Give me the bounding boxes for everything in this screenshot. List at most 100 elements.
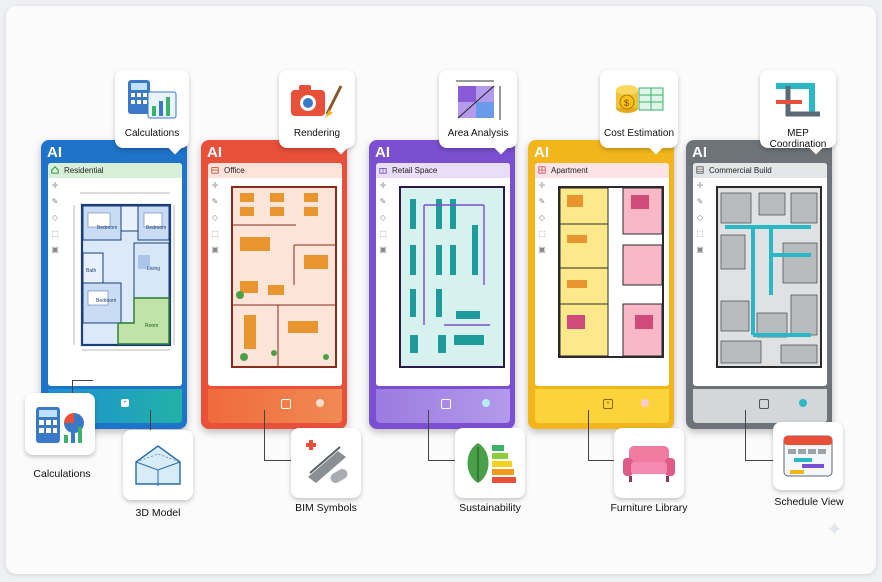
- grid-icon[interactable]: [759, 399, 769, 409]
- leaf-energy-icon: [467, 443, 516, 483]
- phone-residential: AI Residential ✛ ✎ ◇ ⬚ ▣: [41, 140, 187, 429]
- phone-bottom-bar: [376, 389, 510, 423]
- grid-icon[interactable]: [281, 399, 291, 409]
- tool-sidebar: ✛ ✎ ◇ ⬚ ▣: [48, 181, 62, 261]
- camera-icon[interactable]: ▣: [51, 245, 59, 254]
- ai-logo: AI: [207, 144, 222, 161]
- screen-header: Apartment: [535, 163, 669, 178]
- floor-plan-commercial: [716, 186, 822, 368]
- phone-screen: Residential ✛ ✎ ◇ ⬚ ▣ Bedroom: [48, 163, 182, 386]
- ai-logo: AI: [375, 144, 390, 161]
- store-icon: [379, 168, 387, 174]
- camera-icon[interactable]: ▣: [211, 245, 219, 254]
- 3d-house-icon: [135, 445, 181, 486]
- feature-label: Furniture Library: [610, 502, 688, 514]
- home-icon: [51, 166, 59, 174]
- feature-sustainability[interactable]: [455, 428, 525, 498]
- circle-icon[interactable]: [316, 399, 324, 407]
- pencil-icon[interactable]: ✎: [211, 197, 219, 206]
- callout-area-analysis[interactable]: Area Analysis: [439, 70, 517, 155]
- sofa-icon: [623, 446, 675, 482]
- callout-rendering[interactable]: Rendering: [279, 70, 355, 155]
- ai-logo: AI: [47, 144, 62, 161]
- connector-line: [150, 410, 152, 432]
- phone-screen: Retail Space ✛ ✎ ◇ ⬚ ▣: [376, 163, 510, 386]
- crop-icon[interactable]: ⬚: [696, 229, 704, 238]
- camera-icon[interactable]: ▣: [379, 245, 387, 254]
- crop-icon[interactable]: ⬚: [379, 229, 387, 238]
- eraser-icon[interactable]: ◇: [51, 213, 59, 222]
- pipes-icon: [776, 83, 820, 117]
- select-icon[interactable]: ✛: [51, 181, 59, 190]
- room-label: Room: [145, 323, 159, 329]
- phone-screen: Apartment ✛ ✎ ◇ ⬚ ▣: [535, 163, 669, 386]
- feature-calculations[interactable]: [25, 393, 95, 455]
- connector-line: [745, 410, 776, 461]
- callout-calculations-top[interactable]: Calculations: [115, 70, 189, 155]
- screen-title: Residential: [64, 166, 104, 175]
- phone-commercial: AI Commercial Build ✛ ✎ ◇ ⬚ ▣: [686, 140, 832, 429]
- area-measure-icon: [456, 80, 501, 120]
- connector-line: [588, 410, 617, 461]
- callout-label: Rendering: [293, 128, 341, 139]
- feature-furniture-library[interactable]: [614, 428, 684, 498]
- ai-logo: AI: [534, 144, 549, 161]
- connector-line: [72, 380, 93, 395]
- select-icon[interactable]: ✛: [696, 181, 704, 190]
- tool-sidebar: ✛ ✎ ◇ ⬚ ▣: [376, 181, 390, 261]
- screen-header: Office: [208, 163, 342, 178]
- building-icon: [538, 166, 546, 174]
- tool-sidebar: ✛ ✎ ◇ ⬚ ▣: [535, 181, 549, 261]
- eraser-icon[interactable]: ◇: [538, 213, 546, 222]
- phone-bottom-bar: [693, 389, 827, 423]
- crop-icon[interactable]: ⬚: [538, 229, 546, 238]
- crop-icon[interactable]: ⬚: [211, 229, 219, 238]
- feature-label: Calculations: [33, 468, 91, 480]
- feature-label: Sustainability: [459, 502, 521, 514]
- grid-icon[interactable]: [441, 399, 451, 409]
- select-icon[interactable]: ✛: [211, 181, 219, 190]
- select-icon[interactable]: ✛: [379, 181, 387, 190]
- phone-office: AI Office ✛ ✎ ◇ ⬚ ▣: [201, 140, 347, 429]
- bim-beam-icon: [306, 440, 348, 483]
- feature-3d-model[interactable]: [123, 430, 193, 500]
- callout-label: Cost Estimation: [603, 128, 675, 139]
- pencil-icon[interactable]: ✎: [51, 197, 59, 206]
- camera-brush-icon: [291, 85, 343, 118]
- feature-bim-symbols[interactable]: [291, 428, 361, 498]
- screen-header: Retail Space: [376, 163, 510, 178]
- calculator-icon: [36, 407, 84, 443]
- camera-icon[interactable]: ▣: [538, 245, 546, 254]
- floor-plan-apartment: [558, 186, 664, 358]
- ai-logo: AI: [692, 144, 707, 161]
- camera-icon[interactable]: ▣: [696, 245, 704, 254]
- crop-icon[interactable]: ⬚: [51, 229, 59, 238]
- feature-label: 3D Model: [135, 507, 181, 519]
- room-label: Bath: [86, 268, 97, 274]
- feature-schedule-view[interactable]: [773, 422, 843, 490]
- callout-cost-estimation[interactable]: $ Cost Estimation: [600, 70, 678, 155]
- callout-mep-coordination[interactable]: MEP Coordination: [760, 70, 836, 155]
- circle-icon[interactable]: [482, 399, 490, 407]
- circle-icon[interactable]: [641, 399, 649, 407]
- room-label: Bedroom: [96, 298, 117, 304]
- feature-label: Schedule View: [774, 496, 844, 508]
- eraser-icon[interactable]: ◇: [211, 213, 219, 222]
- select-icon[interactable]: ✛: [538, 181, 546, 190]
- svg-text:$: $: [624, 98, 629, 108]
- calendar-gantt-icon: [783, 435, 833, 477]
- add-icon[interactable]: +: [121, 399, 129, 407]
- pencil-icon[interactable]: ✎: [379, 197, 387, 206]
- pencil-icon[interactable]: ✎: [538, 197, 546, 206]
- pencil-icon[interactable]: ✎: [696, 197, 704, 206]
- phone-retail: AI Retail Space ✛ ✎ ◇ ⬚ ▣: [369, 140, 515, 429]
- add-icon[interactable]: +: [603, 399, 613, 409]
- eraser-icon[interactable]: ◇: [379, 213, 387, 222]
- floor-plan-residential: [73, 192, 175, 351]
- phone-bottom-bar: [208, 389, 342, 423]
- connector-line: [428, 410, 459, 461]
- calculator-chart-icon: [128, 80, 177, 119]
- circle-icon[interactable]: [799, 399, 807, 407]
- floor-plan-office: [231, 186, 337, 368]
- eraser-icon[interactable]: ◇: [696, 213, 704, 222]
